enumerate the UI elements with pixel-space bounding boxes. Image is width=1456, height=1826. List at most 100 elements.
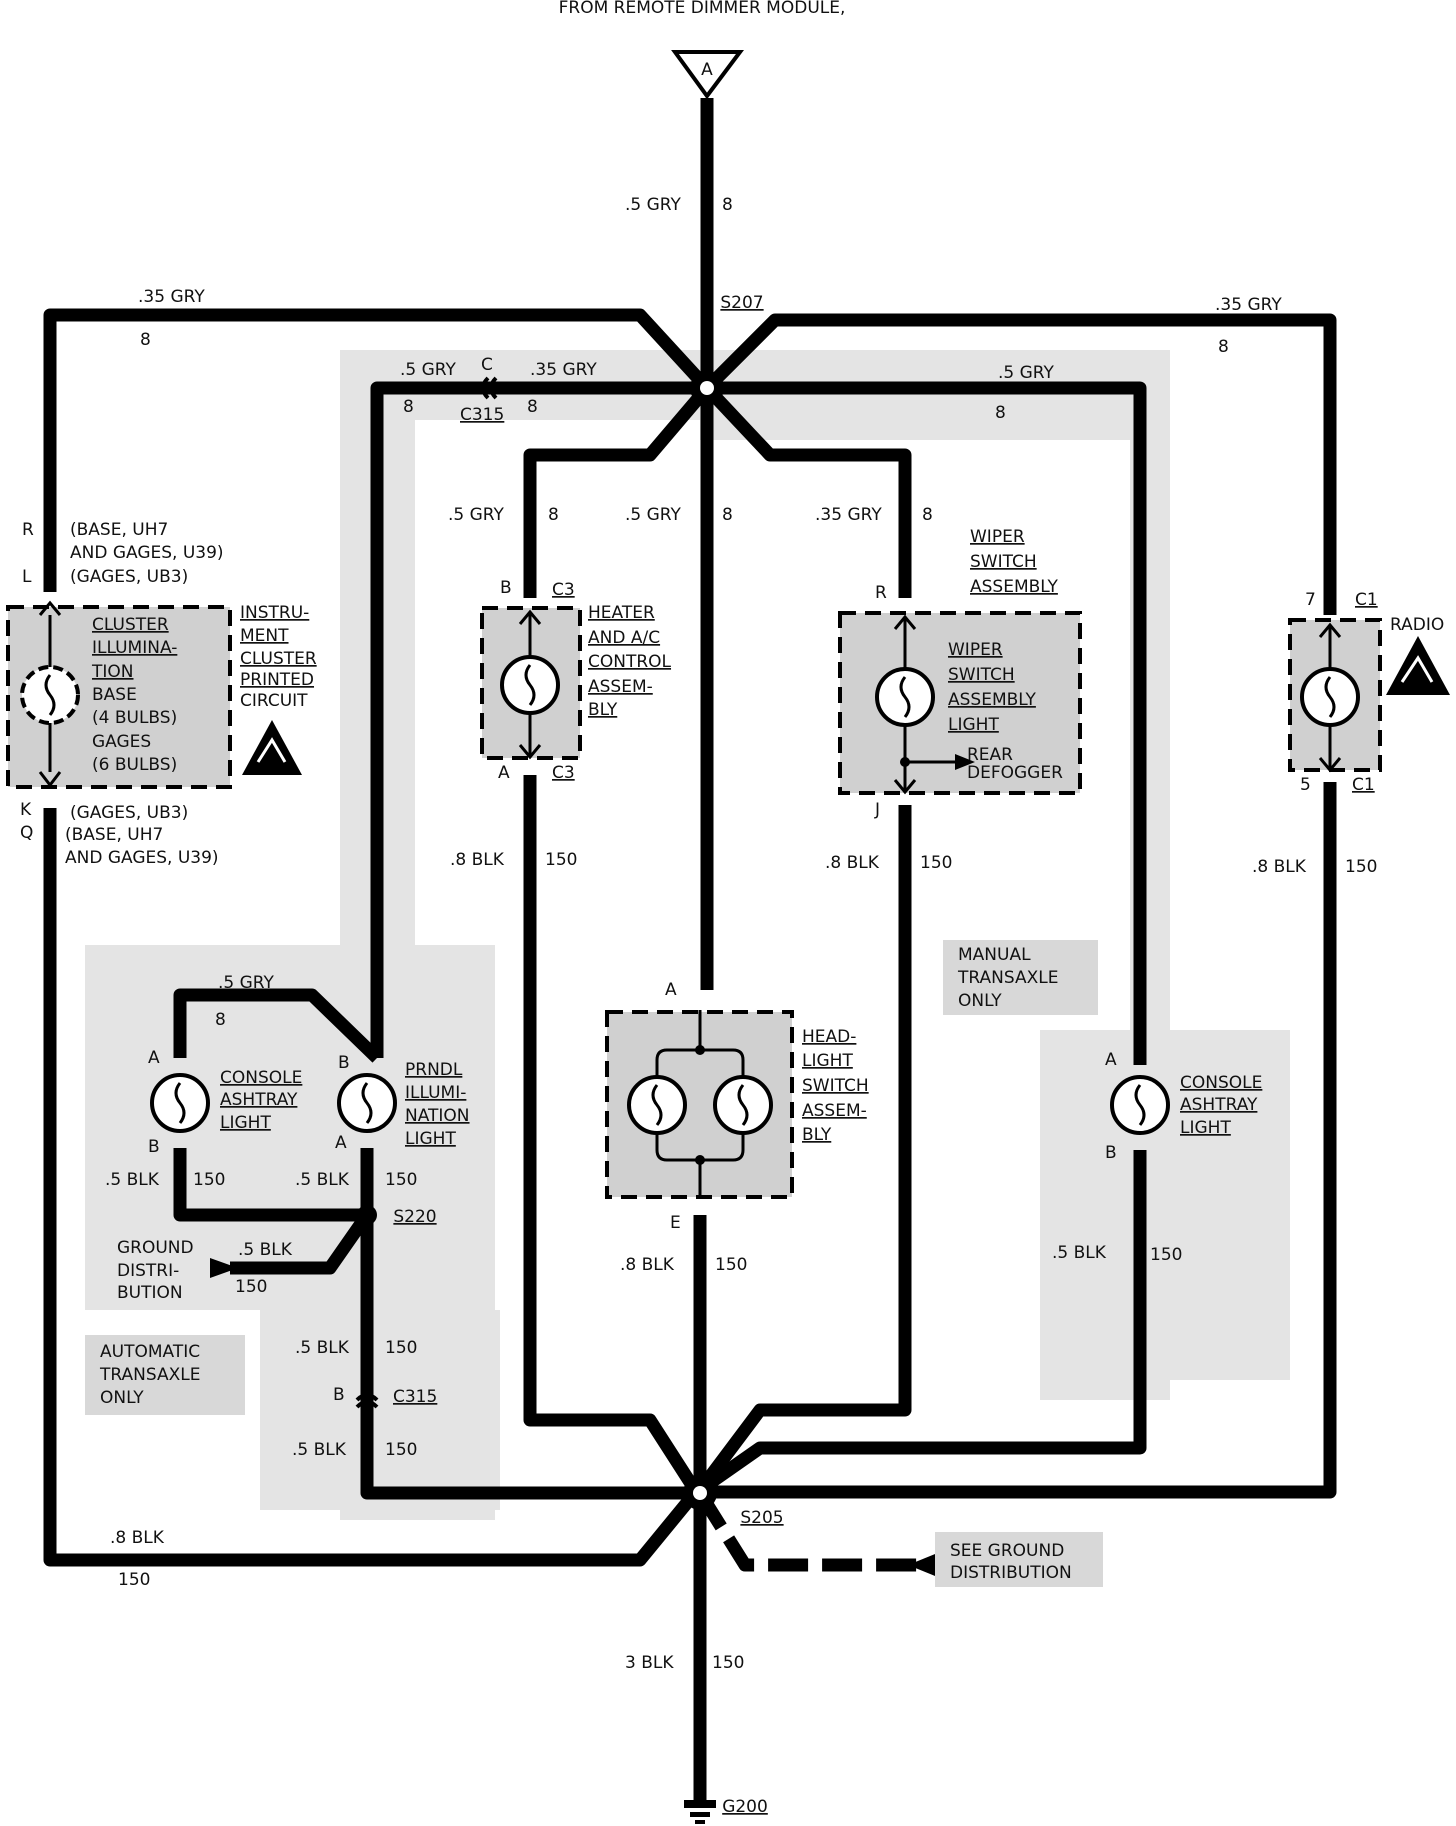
svg-text:ONLY: ONLY <box>100 1388 144 1408</box>
cluster-labels: R L K Q (BASE, UH7 AND GAGES, U39) (GAGE… <box>20 520 317 868</box>
connector-a: A <box>671 50 744 100</box>
svg-text:BLY: BLY <box>802 1125 832 1145</box>
heater-labels: B C3 A C3 HEATER AND A/C CONTROL ASSEM- … <box>498 578 672 783</box>
svg-text:SEE GROUND: SEE GROUND <box>950 1541 1064 1561</box>
svg-text:K: K <box>20 800 32 820</box>
wire-label: .5 GRY <box>218 973 275 993</box>
svg-text:SWITCH: SWITCH <box>970 552 1037 572</box>
svg-text:R: R <box>22 520 34 540</box>
connector-c315-top <box>481 376 498 400</box>
svg-text:R: R <box>875 583 887 603</box>
svg-text:C1: C1 <box>1352 775 1375 795</box>
svg-text:ILLUMI-: ILLUMI- <box>405 1083 466 1103</box>
wire-label: 8 <box>403 397 414 417</box>
wire-label: 150 <box>193 1170 225 1190</box>
wire-label: 150 <box>1345 857 1377 877</box>
svg-text:B: B <box>1105 1143 1117 1163</box>
esd-warning-icon <box>242 720 302 775</box>
wire-label: C315 <box>393 1387 437 1407</box>
wire-label: .35 GRY <box>1215 295 1282 315</box>
wire-label: 8 <box>548 505 559 525</box>
automatic-transaxle-note: AUTOMATIC TRANSAXLE ONLY <box>85 1335 245 1415</box>
svg-text:TRANSAXLE: TRANSAXLE <box>957 968 1058 988</box>
wire-label: .5 BLK <box>105 1170 160 1190</box>
svg-text:C1: C1 <box>1355 590 1378 610</box>
wire-label: .35 GRY <box>530 360 597 380</box>
svg-text:5: 5 <box>1300 775 1311 795</box>
wire-label: 150 <box>712 1653 744 1673</box>
svg-text:7: 7 <box>1305 590 1316 610</box>
esd-warning-icon <box>1386 636 1450 695</box>
wire-label: 150 <box>715 1255 747 1275</box>
connector-c315-lower <box>355 1393 379 1409</box>
splice-s220: S220 <box>357 1205 437 1227</box>
splice-s207: S207 <box>690 293 764 405</box>
svg-text:PRNDL: PRNDL <box>405 1060 463 1080</box>
wire-label: 3 BLK <box>625 1653 674 1673</box>
svg-text:A: A <box>665 980 677 1000</box>
svg-text:(6 BULBS): (6 BULBS) <box>92 755 177 775</box>
console-left-labels: A B CONSOLE ASHTRAY LIGHT <box>148 1048 302 1157</box>
auto-region-lower <box>85 945 495 1310</box>
wire-label: 8 <box>995 403 1006 423</box>
prndl-labels: B A PRNDL ILLUMI- NATION LIGHT <box>335 1053 470 1153</box>
auto-region-bottom <box>260 1310 500 1510</box>
wire-label: .5 BLK <box>295 1338 350 1358</box>
wire-label: .5 GRY <box>625 195 682 215</box>
console-ashtray-light-left <box>150 1073 210 1133</box>
wire-radio-blk <box>695 782 1337 1499</box>
svg-text:CONSOLE: CONSOLE <box>220 1068 302 1088</box>
wire-label: 150 <box>235 1277 267 1297</box>
svg-text:G200: G200 <box>722 1797 768 1817</box>
svg-text:WIPER: WIPER <box>948 640 1003 660</box>
svg-text:BASE: BASE <box>92 685 137 705</box>
svg-text:CLUSTER: CLUSTER <box>240 649 317 669</box>
svg-text:ASHTRAY: ASHTRAY <box>1180 1095 1258 1115</box>
wire-label: .8 BLK <box>110 1528 165 1548</box>
svg-text:L: L <box>22 567 32 587</box>
svg-text:S207: S207 <box>720 293 763 313</box>
wire-label: .5 BLK <box>1052 1243 1107 1263</box>
wire-label: .5 GRY <box>448 505 505 525</box>
svg-text:MENT: MENT <box>240 626 289 646</box>
wire-console-left-blk <box>173 1148 367 1222</box>
see-ground-distribution-label: SEE GROUND DISTRIBUTION <box>935 1532 1103 1587</box>
svg-text:B: B <box>338 1053 350 1073</box>
wire-right-gry <box>702 313 1337 615</box>
wire-mid-right-gry <box>707 381 1147 1065</box>
svg-text:BUTION: BUTION <box>117 1283 183 1303</box>
see-ground-arrow <box>908 1552 940 1578</box>
svg-text:LIGHT: LIGHT <box>405 1129 456 1149</box>
wire-prndl-blk <box>360 1148 695 1500</box>
wire-label: 150 <box>118 1570 150 1590</box>
wire-label: .8 BLK <box>450 850 505 870</box>
wire-label: 150 <box>545 850 577 870</box>
ground-distribution-label: GROUND DISTRI- BUTION <box>117 1238 194 1303</box>
wire-label: .8 BLK <box>620 1255 675 1275</box>
header-title: FROM REMOTE DIMMER MODULE, <box>559 0 846 18</box>
wire-label: .5 BLK <box>238 1240 293 1260</box>
svg-text:(4 BULBS): (4 BULBS) <box>92 708 177 728</box>
manual-region-lower <box>1045 1030 1290 1380</box>
wire-label: 150 <box>385 1170 417 1190</box>
svg-text:INSTRU-: INSTRU- <box>240 603 309 623</box>
svg-text:DISTRIBUTION: DISTRIBUTION <box>950 1563 1072 1583</box>
svg-text:A: A <box>1105 1050 1117 1070</box>
svg-text:AND A/C: AND A/C <box>588 628 660 648</box>
wire-label: 8 <box>922 505 933 525</box>
svg-text:AND GAGES, U39): AND GAGES, U39) <box>65 848 219 868</box>
prndl-illumination-light <box>337 1073 397 1133</box>
instrument-cluster <box>6 600 232 789</box>
wiper-switch-assembly <box>838 611 1082 795</box>
wire-label: 8 <box>527 397 538 417</box>
svg-text:ILLUMINA-: ILLUMINA- <box>92 638 177 658</box>
wire-label: C <box>481 355 493 375</box>
manual-transaxle-note: MANUAL TRANSAXLE ONLY <box>943 940 1098 1015</box>
svg-text:LIGHT: LIGHT <box>802 1051 853 1071</box>
radio-labels: 7 C1 5 C1 RADIO <box>1300 590 1444 795</box>
svg-text:E: E <box>670 1213 681 1233</box>
splice-s205: S205 <box>683 1476 784 1528</box>
radio <box>1288 618 1382 773</box>
wire-label: 8 <box>722 505 733 525</box>
